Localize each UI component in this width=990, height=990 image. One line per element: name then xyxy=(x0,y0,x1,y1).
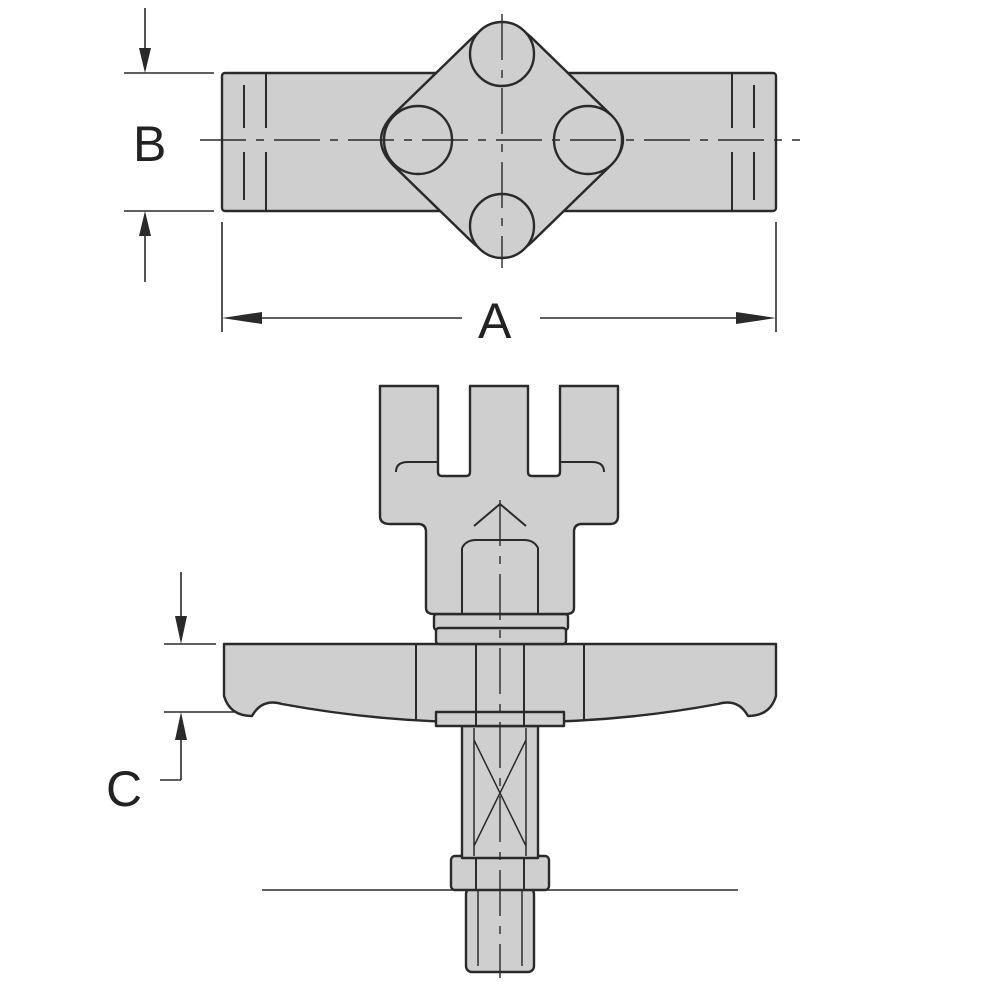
side-view-neck-lines xyxy=(461,539,539,614)
dimension-c: C xyxy=(106,572,236,817)
side-view-fork-head xyxy=(378,384,620,616)
top-view-right-slot xyxy=(731,73,755,211)
dimension-c-label: C xyxy=(106,761,142,817)
top-view-left-slot xyxy=(243,73,267,211)
top-view-flange-edges xyxy=(395,39,609,241)
side-view-upper-washer-2 xyxy=(434,626,568,646)
dimension-a: A xyxy=(221,222,777,349)
side-view-stud-thread-marks xyxy=(473,728,527,856)
dimension-b: B xyxy=(124,8,214,282)
dimension-a-label: A xyxy=(478,293,512,349)
dimension-b-label: B xyxy=(133,116,166,172)
top-view: B A xyxy=(124,8,800,349)
side-view-fork-ridges xyxy=(395,461,605,473)
side-view: C xyxy=(106,384,778,978)
